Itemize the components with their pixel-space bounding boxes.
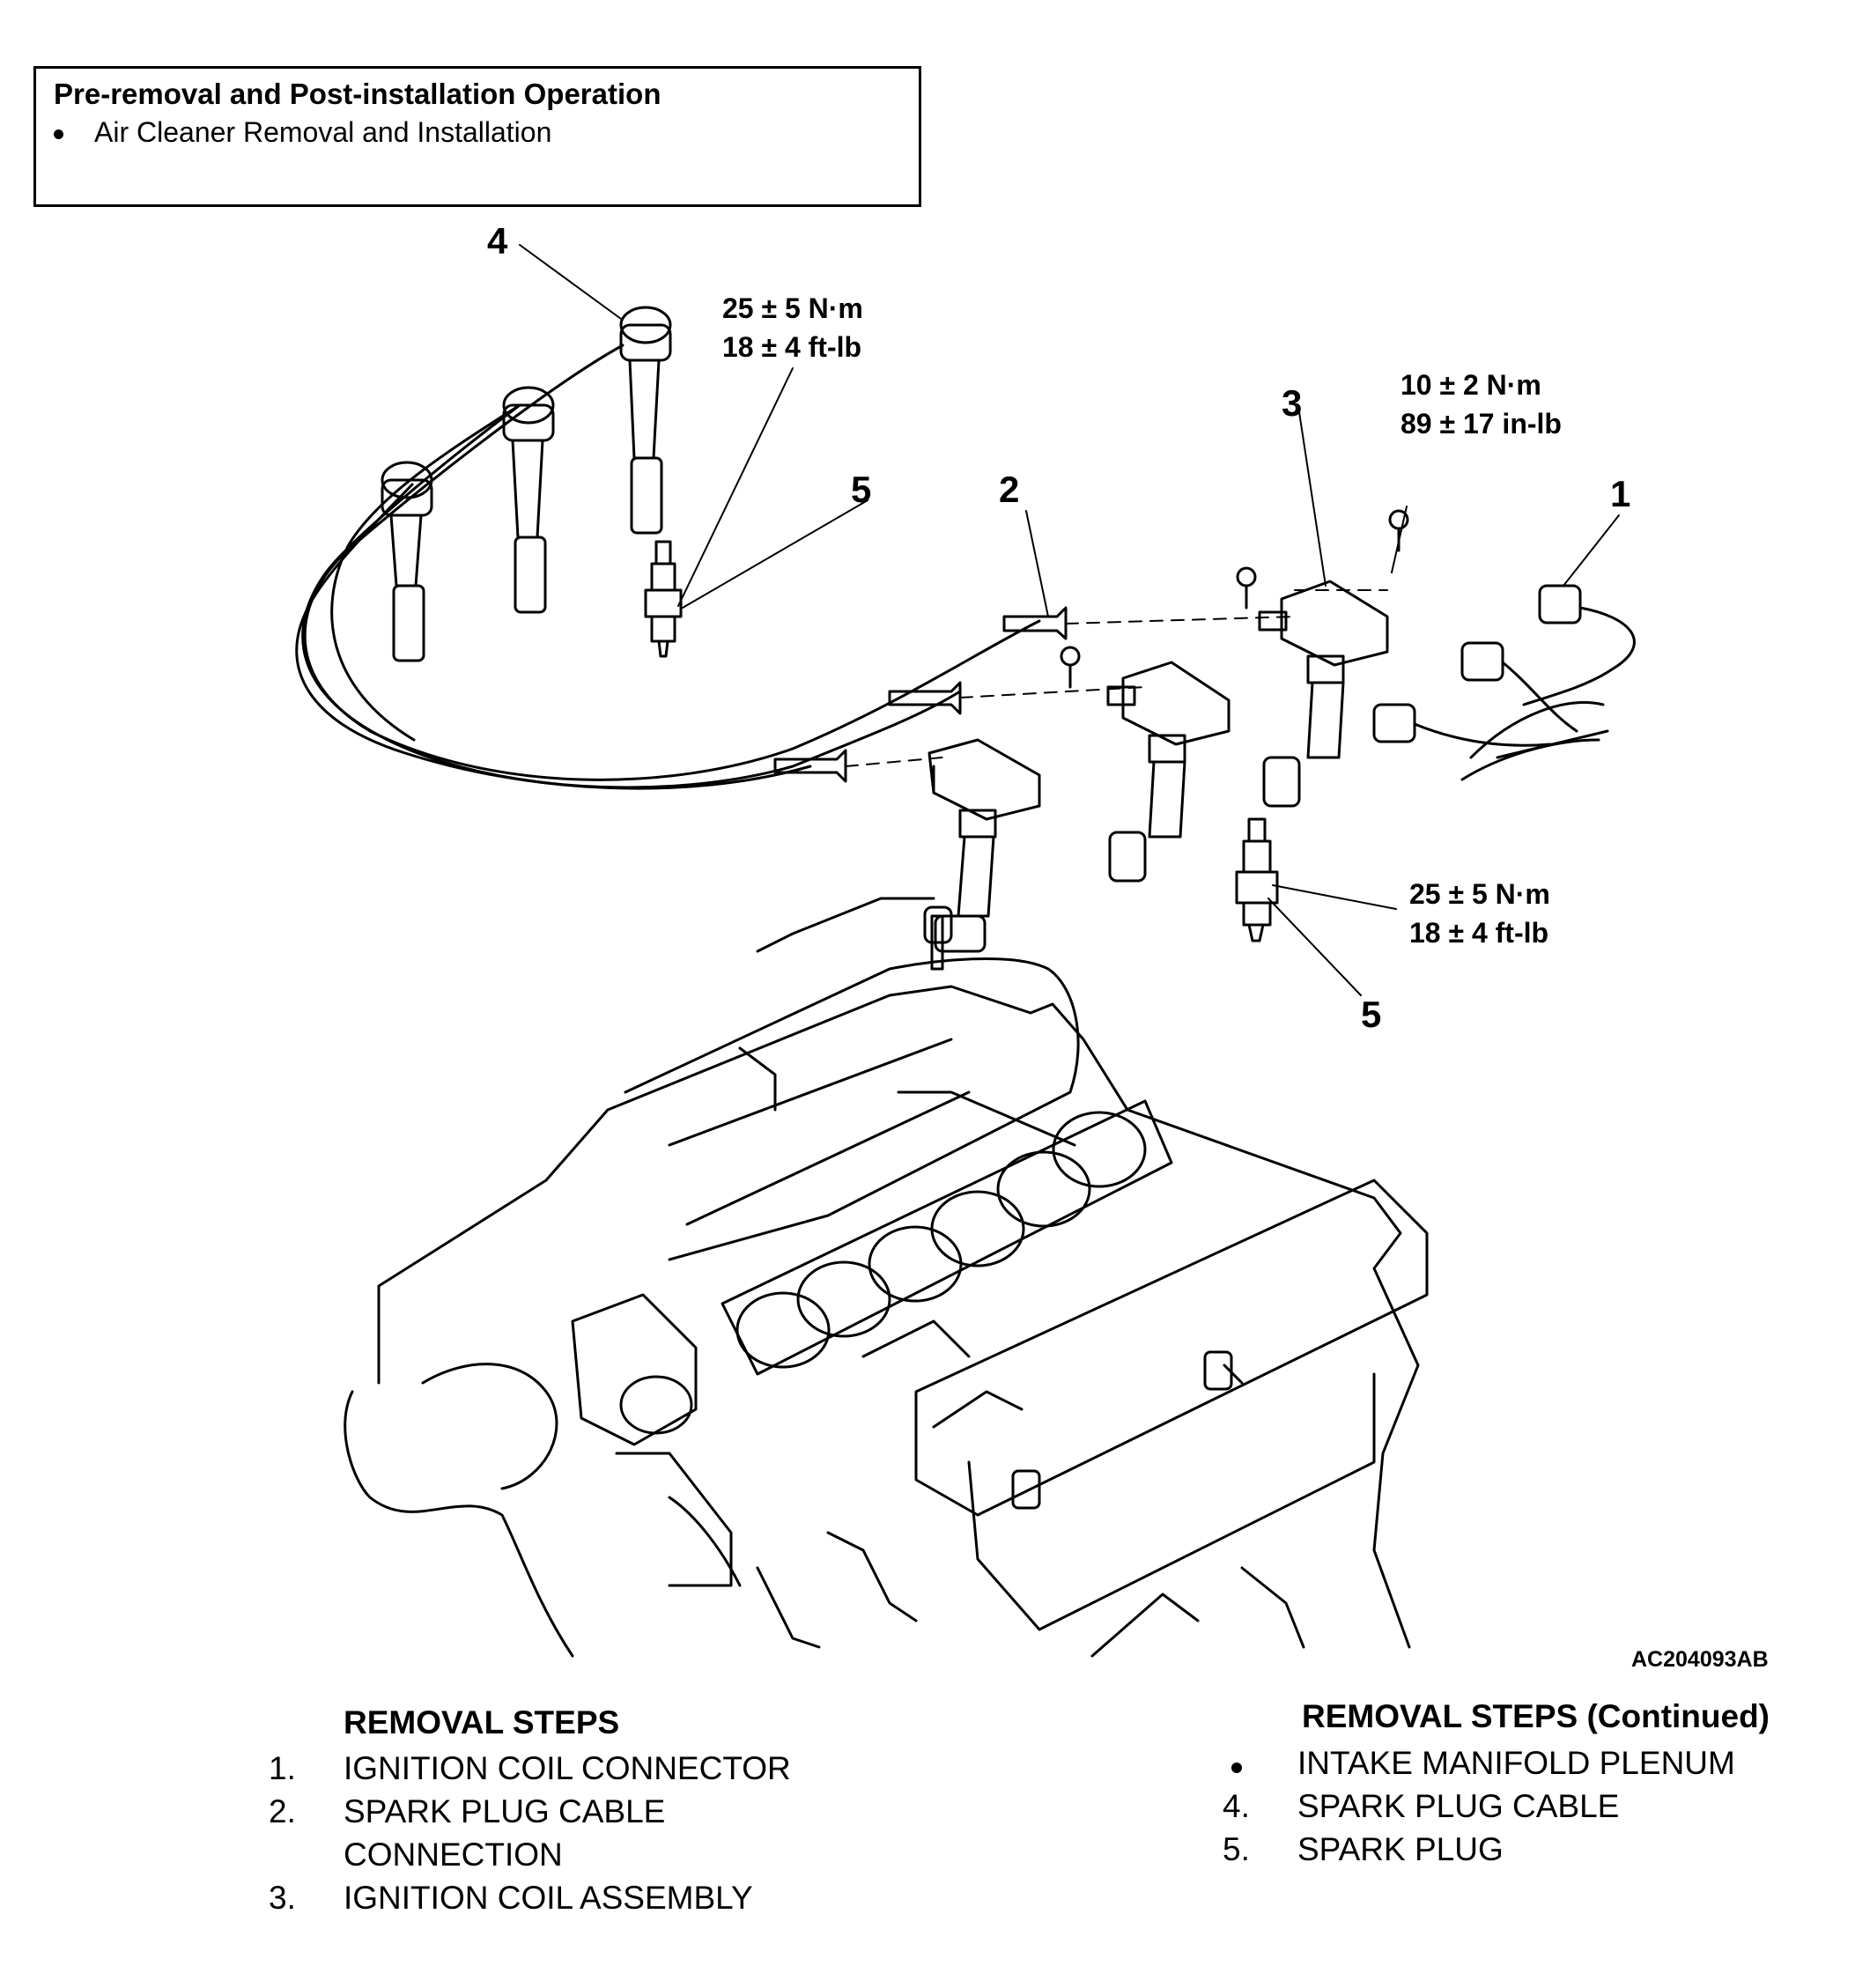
ignition-coil-middle <box>1106 661 1231 883</box>
callout-5-lower: 5 <box>1361 994 1382 1035</box>
spark-plug-cable-set <box>295 306 1068 790</box>
torque-metric: 10 ± 2 N·m <box>1400 369 1541 401</box>
step-number: 2. <box>269 1793 296 1829</box>
operation-box-title: Pre-removal and Post-installation Operat… <box>54 78 661 110</box>
callout-5-upper: 5 <box>851 469 872 510</box>
operation-item: Air Cleaner Removal and Installation <box>54 116 551 149</box>
plug-boot-cable-left <box>381 461 433 662</box>
torque-imperial: 89 ± 17 in-lb <box>1400 408 1562 440</box>
callout-1: 1 <box>1610 473 1631 514</box>
step-number: 4. <box>1223 1788 1250 1824</box>
step-label: SPARK PLUG <box>1297 1831 1504 1867</box>
step-label: IGNITION COIL CONNECTOR <box>344 1750 791 1786</box>
leader-lines <box>519 244 1620 996</box>
step-number: 3. <box>269 1880 296 1916</box>
torque-metric: 25 ± 5 N·m <box>1409 878 1550 910</box>
alignment-lines <box>845 589 1388 767</box>
operation-item-text: Air Cleaner Removal and Installation <box>94 116 552 148</box>
step-label: INTAKE MANIFOLD PLENUM <box>1297 1745 1735 1781</box>
spark-plug-upper <box>644 540 683 658</box>
torque-spec-coil-bolt: 10 ± 2 N·m 89 ± 17 in-lb <box>1400 366 1562 443</box>
ignition-coil-left <box>923 738 1041 971</box>
spark-plug-lower <box>1235 817 1279 942</box>
step-number: 1. <box>269 1750 296 1786</box>
removal-steps-continued-title: REMOVAL STEPS (Continued) <box>1302 1698 1770 1734</box>
callout-3: 3 <box>1282 382 1303 424</box>
step-number: 5. <box>1223 1831 1250 1867</box>
callout-4: 4 <box>487 220 508 262</box>
step-label: CONNECTION <box>344 1836 563 1873</box>
step-label: SPARK PLUG CABLE <box>1297 1788 1620 1824</box>
plug-boot-cable-mid <box>502 386 555 614</box>
torque-spec-spark-plug-upper: 25 ± 5 N·m 18 ± 4 ft-lb <box>722 289 863 366</box>
ignition-coil-harness <box>1372 584 1636 781</box>
torque-metric: 25 ± 5 N·m <box>722 292 863 324</box>
torque-imperial: 18 ± 4 ft-lb <box>722 331 862 363</box>
bullet-icon <box>1231 1763 1242 1773</box>
engine-assembly <box>344 897 1429 1658</box>
torque-spec-spark-plug-lower: 25 ± 5 N·m 18 ± 4 ft-lb <box>1409 875 1550 952</box>
torque-imperial: 18 ± 4 ft-lb <box>1409 917 1549 949</box>
callout-2: 2 <box>999 469 1020 510</box>
removal-steps-title: REMOVAL STEPS <box>344 1704 620 1740</box>
plug-boot-cable-4 <box>619 306 672 535</box>
ignition-coil-right <box>1258 580 1389 808</box>
step-label: SPARK PLUG CABLE <box>344 1793 666 1829</box>
figure-id: AC204093AB <box>1631 1647 1769 1672</box>
step-label: IGNITION COIL ASSEMBLY <box>344 1880 753 1916</box>
pre-removal-operation-box: Pre-removal and Post-installation Operat… <box>33 66 921 207</box>
